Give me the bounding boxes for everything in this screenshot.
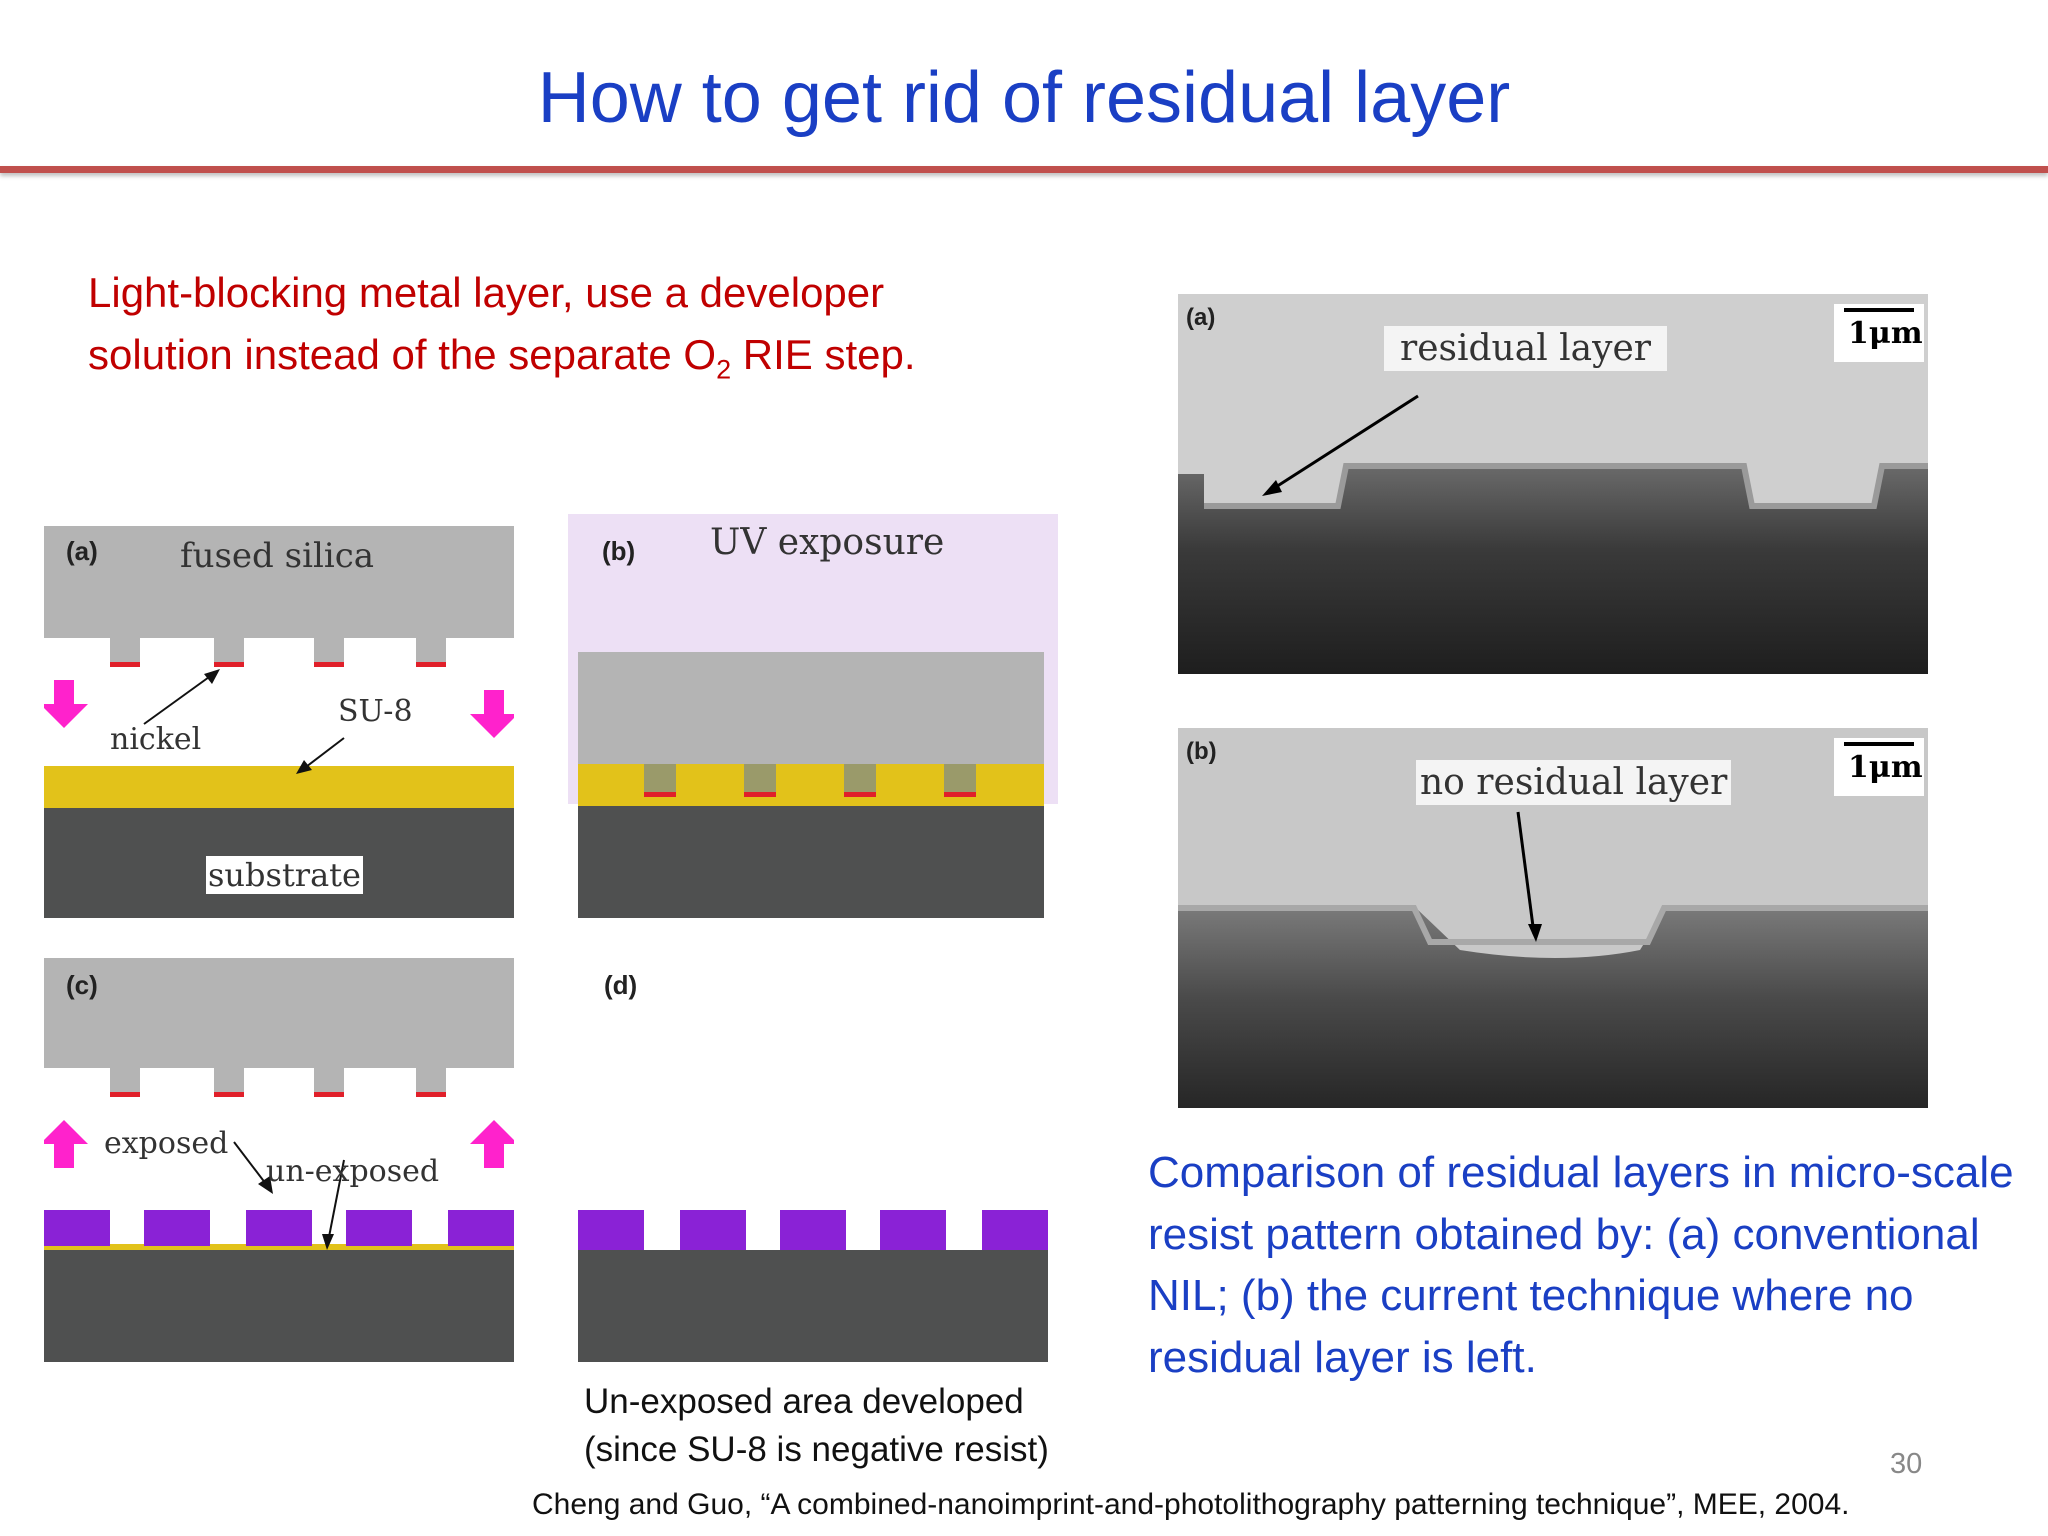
panel-tag: (d) [604,970,638,1000]
su8-thin-layer [44,1244,514,1250]
exposed-block [44,1210,110,1246]
sem-tag: (b) [1186,738,1217,765]
exposed-label: exposed [104,1126,229,1161]
nickel-label: nickel [110,722,202,757]
mold-tooth [314,638,344,662]
up-arrow-icon [470,1120,514,1168]
nickel-pad [416,1092,446,1097]
intro-text: Light-blocking metal layer, use a develo… [88,262,1088,400]
mold-block [44,958,514,1068]
diagram-panel-d: (d) [578,958,1048,1362]
mold-block [44,526,514,638]
up-arrow-icon [44,1120,88,1168]
nickel-pad [944,792,976,797]
comparison-caption: Comparison of residual layers in micro-s… [1148,1148,2014,1382]
mold-tooth [944,764,976,792]
panel-tag: (c) [66,970,98,1000]
exposed-block [144,1210,210,1246]
scale-label: 1μm [1848,316,1923,351]
resist-block [982,1210,1048,1250]
mold-tooth [416,638,446,662]
no-residual-layer-label: no residual layer [1416,760,1732,805]
resist-block [578,1210,644,1250]
nickel-pad [644,792,676,797]
mold-tooth [110,638,140,662]
nickel-pad [214,1092,244,1097]
mold-tooth [214,1068,244,1092]
sem-tag: (a) [1186,304,1216,331]
citation: Cheng and Guo, “A combined-nanoimprint-a… [532,1488,1850,1521]
down-arrow-icon [44,680,88,728]
substrate-label: substrate [206,856,363,894]
mold-tooth [744,764,776,792]
title-divider [0,166,2048,173]
unexposed-label: un-exposed [266,1154,440,1189]
mold-tooth [314,1068,344,1092]
nickel-pad [416,662,446,667]
mold-tooth [110,1068,140,1092]
scale-label: 1μm [1848,750,1923,785]
nickel-pad [314,662,344,667]
sem-image-b: (b) no residual layer 1μm [1178,728,1928,1108]
page-number: 30 [1890,1448,1923,1480]
panel-tag: (a) [66,536,98,566]
mold-tooth [214,638,244,662]
substrate [578,1250,1048,1362]
diagram-panel-c: (c) exposed un-exposed [44,958,514,1362]
exposed-block [346,1210,412,1246]
diagram-caption: Un-exposed area developed (since SU-8 is… [584,1378,1104,1474]
panel-a-arrows [44,669,514,774]
mold-block [578,652,1044,764]
nickel-pad [744,792,776,797]
substrate [44,1250,514,1362]
exposed-block [448,1210,514,1246]
sem-b-graphic [1178,811,1928,1108]
slide-title: How to get rid of residual layer [537,58,1511,138]
diagram-panel-a: (a) fused silica nickel SU-8 substrate [44,526,514,918]
intro-line-2: solution instead of the separate O2 RIE … [88,331,916,385]
sem-image-a: (a) residual layer 1μm [1178,294,1928,674]
residual-layer-label: residual layer [1384,326,1667,371]
nickel-pad [314,1092,344,1097]
diagram-panel-b: (b) UV exposure [568,514,1058,918]
down-arrow-icon [470,690,514,738]
scale-bar: 1μm [1834,304,1924,362]
mold-tooth [416,1068,446,1092]
nickel-pad [110,1092,140,1097]
nickel-pad [844,792,876,797]
resist-block [880,1210,946,1250]
resist-block [680,1210,746,1250]
resist-block [780,1210,846,1250]
substrate [578,806,1044,918]
intro-line-1: Light-blocking metal layer, use a develo… [88,269,885,316]
mold-tooth [844,764,876,792]
panel-c-arrows [44,1120,514,1250]
nickel-pad [214,662,244,667]
su8-layer [44,766,514,808]
diagram-caption-line-2: (since SU-8 is negative resist) [584,1430,1049,1469]
sem-a-graphic [1178,394,1928,674]
scale-bar: 1μm [1834,738,1924,796]
mold-tooth [644,764,676,792]
nickel-pad [110,662,140,667]
uv-exposure-label: UV exposure [710,522,945,563]
exposed-block [246,1210,312,1246]
diagram-caption-line-1: Un-exposed area developed [584,1382,1024,1421]
su8-label: SU-8 [338,694,413,729]
fused-silica-label: fused silica [180,536,375,576]
panel-tag: (b) [602,536,636,566]
